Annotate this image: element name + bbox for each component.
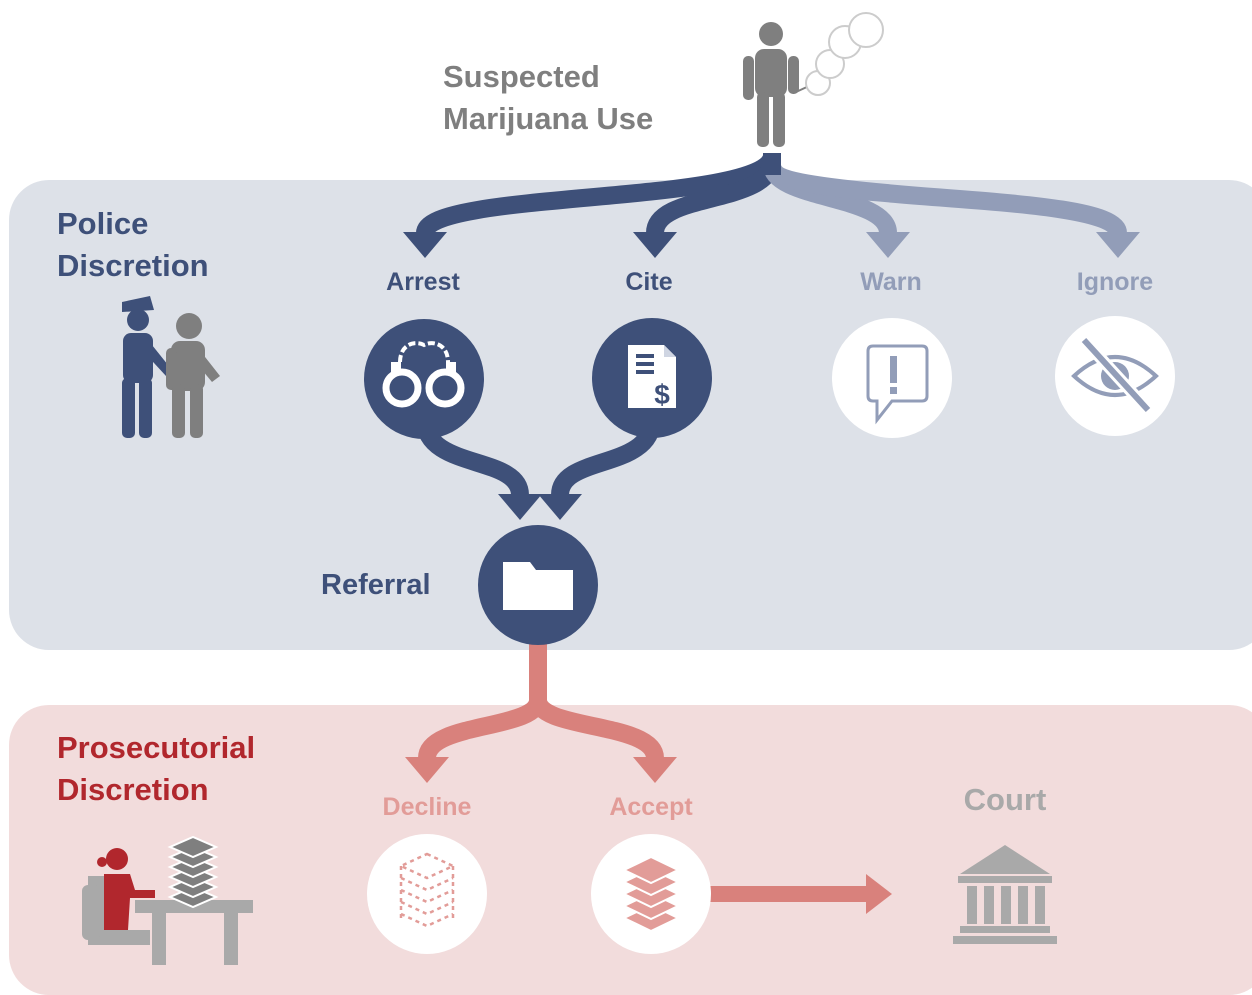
accept-label: Accept	[609, 793, 693, 821]
ignore-label: Ignore	[1076, 268, 1154, 296]
paper-stack-icon	[167, 835, 219, 909]
warn-label: Warn	[860, 268, 922, 296]
police-officer-icon	[122, 296, 172, 438]
arrest-node	[364, 319, 484, 439]
arrow-referral-to-accept	[529, 697, 664, 761]
suspect-person-icon	[166, 313, 220, 438]
warning-bubble-icon	[866, 344, 929, 425]
referral-node	[478, 525, 598, 645]
accept-node	[591, 834, 711, 954]
referral-label: Referral	[321, 569, 431, 601]
title-line-1: Suspected	[443, 59, 600, 94]
hidden-eye-icon	[1071, 335, 1159, 415]
court-label: Court	[963, 782, 1047, 817]
smoke-cloud-icon	[805, 12, 884, 96]
pros-heading-line-2: Discretion	[57, 772, 209, 807]
dashed-stack-icon	[398, 852, 456, 928]
title-line-2: Marijuana Use	[443, 101, 654, 136]
arrow-to-ignore	[763, 161, 1127, 237]
smoking-person-icon	[743, 22, 810, 147]
cite-node: $	[592, 318, 712, 438]
pros-heading-line-1: Prosecutorial	[57, 730, 256, 765]
handcuffs-icon	[382, 341, 465, 408]
police-heading-line-2: Discretion	[57, 248, 209, 283]
ticket-icon: $	[628, 345, 676, 410]
svg-text:$: $	[654, 379, 670, 410]
arrow-to-arrest	[416, 152, 781, 237]
decline-node	[367, 834, 487, 954]
document-stack-icon	[621, 855, 681, 933]
warn-node	[832, 318, 952, 438]
arrest-label: Arrest	[386, 268, 460, 296]
police-heading-line-1: Police	[57, 206, 149, 241]
prosecutorial-discretion-heading: Prosecutorial Discretion	[57, 727, 255, 811]
arrow-referral-to-decline	[418, 640, 547, 760]
prosecutor-at-desk-icon	[82, 848, 253, 965]
cite-label: Cite	[625, 268, 673, 296]
folder-icon	[503, 562, 573, 610]
diagram-title: Suspected Marijuana Use	[443, 56, 653, 140]
courthouse-icon	[953, 845, 1057, 944]
police-discretion-heading: Police Discretion	[57, 203, 209, 287]
ignore-node	[1055, 316, 1175, 436]
decline-label: Decline	[382, 793, 472, 821]
